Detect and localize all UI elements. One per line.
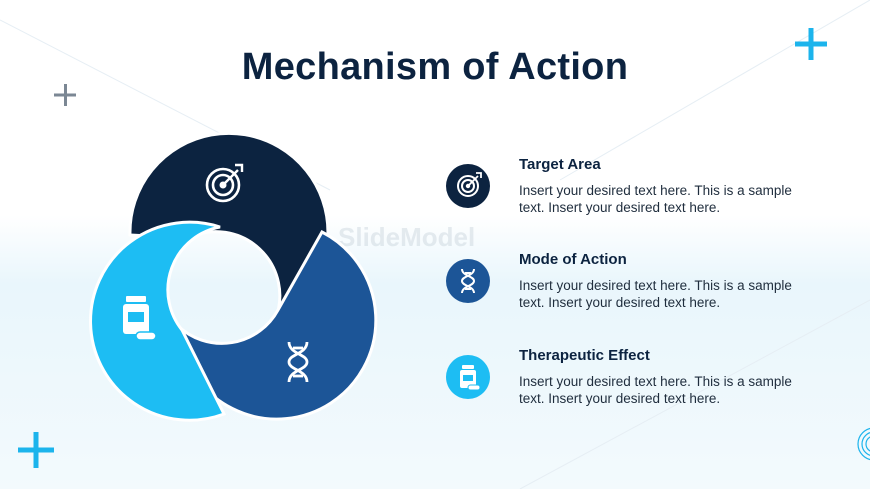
- dna-icon: [287, 341, 309, 383]
- target-icon: [205, 163, 244, 203]
- item-heading: Therapeutic Effect: [519, 347, 650, 364]
- item-text: Insert your desired text here. This is a…: [519, 278, 792, 310]
- cycle-diagram: [89, 131, 378, 422]
- list-item-mode-of-action: Mode of Action Insert your desired text …: [446, 251, 826, 329]
- target-icon: [457, 172, 482, 197]
- watermark: SlideModel: [338, 222, 476, 252]
- list-item-target-area: Target Area Insert your desired text her…: [446, 156, 826, 234]
- target-badge: [446, 164, 490, 208]
- dna-badge: [446, 259, 490, 303]
- item-text: Insert your desired text here. This is a…: [519, 183, 792, 215]
- item-heading: Target Area: [519, 156, 601, 173]
- item-text: Insert your desired text here. This is a…: [519, 374, 792, 406]
- item-heading: Mode of Action: [519, 251, 627, 268]
- plus-icon: [54, 84, 76, 106]
- medicine-icon: [123, 296, 157, 341]
- medicine-badge: [446, 355, 490, 399]
- medicine-icon: [460, 365, 481, 391]
- plus-icon: [795, 28, 827, 60]
- list-item-therapeutic-effect: Therapeutic Effect Insert your desired t…: [446, 347, 826, 425]
- page-title: Mechanism of Action: [241, 46, 629, 88]
- plus-icon: [18, 432, 54, 468]
- concentric-circle-icon: [857, 427, 870, 461]
- dna-icon: [460, 268, 476, 294]
- therapeutic-segment: [89, 220, 227, 422]
- mode-segment: [176, 230, 378, 421]
